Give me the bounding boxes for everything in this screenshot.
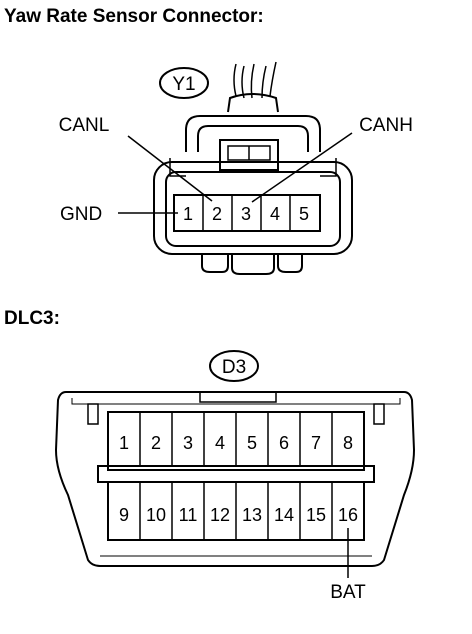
dlc3-connector xyxy=(54,391,416,567)
dlc3-connector-id: D3 xyxy=(222,357,246,378)
dlc3-pin-number: 7 xyxy=(311,433,321,453)
yaw-sensor-connector xyxy=(153,61,353,275)
dlc3-pin-number: 5 xyxy=(247,433,257,453)
canh-label: CANH xyxy=(359,115,413,136)
dlc3-pin-number: 4 xyxy=(215,433,225,453)
dlc3-pin-number: 15 xyxy=(306,505,326,525)
yaw-pin-number: 3 xyxy=(241,204,251,224)
dlc3-pin-number: 9 xyxy=(119,505,129,525)
yaw-pin-number: 2 xyxy=(212,204,222,224)
yaw-sensor-title: Yaw Rate Sensor Connector: xyxy=(4,6,264,27)
dlc3-pin-number: 16 xyxy=(338,505,358,525)
dlc3-pin-cells xyxy=(139,412,333,540)
bat-label: BAT xyxy=(330,582,366,603)
dlc3-pin-number: 12 xyxy=(210,505,230,525)
dlc3-pin-number: 1 xyxy=(119,433,129,453)
yaw-pin-number: 4 xyxy=(270,204,280,224)
yaw-pin-number: 1 xyxy=(183,204,193,224)
dlc3-pin-number: 3 xyxy=(183,433,193,453)
yaw-connector-id-badge xyxy=(159,67,209,99)
dlc3-pin-number: 11 xyxy=(179,505,198,525)
dlc3-pin-number: 13 xyxy=(242,505,262,525)
yaw-callout-lines xyxy=(118,132,353,214)
gnd-label: GND xyxy=(60,204,102,225)
dlc3-pin-number: 6 xyxy=(279,433,289,453)
dlc3-pin-number: 10 xyxy=(146,505,166,525)
yaw-pin-number: 5 xyxy=(299,204,309,224)
yaw-connector-id: Y1 xyxy=(172,74,195,95)
yaw-sensor-pin-cells xyxy=(202,195,291,231)
dlc3-connector-id-badge xyxy=(209,350,259,382)
dlc3-pin-number: 2 xyxy=(151,433,161,453)
dlc3-pin-number: 8 xyxy=(343,433,353,453)
canl-label: CANL xyxy=(59,115,110,136)
dlc3-title: DLC3: xyxy=(4,308,60,329)
dlc3-pin-number: 14 xyxy=(274,505,294,525)
